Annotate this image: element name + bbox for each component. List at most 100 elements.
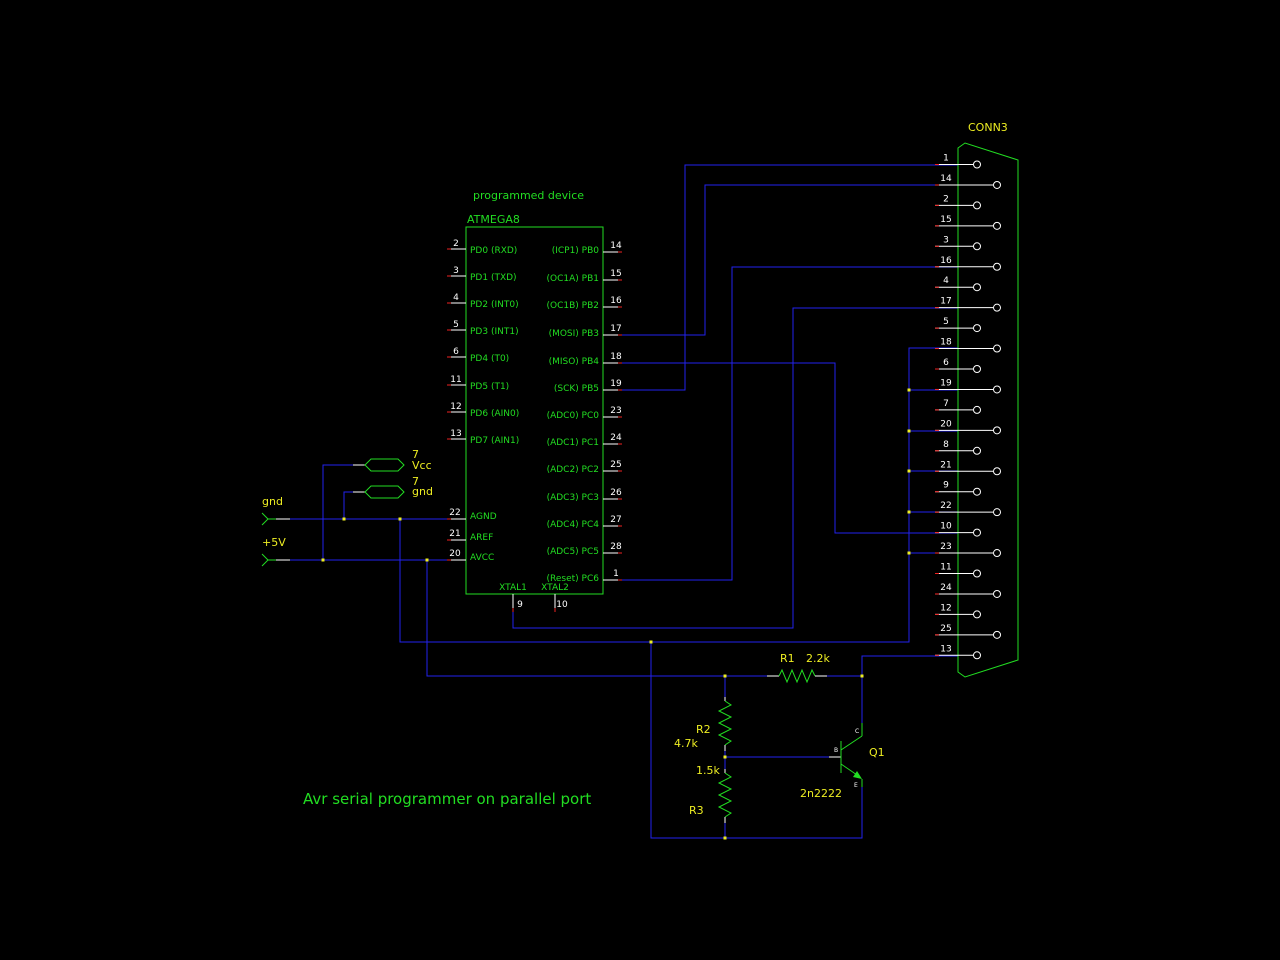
chip-pin-label: PD3 (INT1) xyxy=(470,327,519,337)
wire-14 xyxy=(343,491,353,519)
connector-pin-hole xyxy=(973,365,981,373)
wire-1 xyxy=(603,164,958,391)
chip-pin-number: 9 xyxy=(517,600,523,610)
chip-pin-label: (MOSI) PB3 xyxy=(549,329,599,339)
chip-pin-label: (Reset) PC6 xyxy=(547,574,600,584)
connector-pin-number: 14 xyxy=(940,174,952,184)
power-port-shape xyxy=(364,485,405,499)
power-port-vcc-name: Vcc xyxy=(412,459,432,472)
chip-pin-label: (OC1A) PB1 xyxy=(547,274,599,284)
chip-pin-label: AREF xyxy=(470,533,493,543)
connector-pin-hole xyxy=(993,262,1001,271)
chip-pin-label: (OC1B) PB2 xyxy=(547,301,599,311)
connector-pin-number: 11 xyxy=(940,563,951,573)
r2-value: 4.7k xyxy=(674,737,698,750)
chip-pin-number: 14 xyxy=(610,241,622,251)
chip-pin-label: PD6 (AIN0) xyxy=(470,409,519,419)
connector-pin-hole xyxy=(993,426,1001,435)
resistor-r2 xyxy=(717,700,733,746)
junction-dot xyxy=(907,388,911,392)
chip-pin-number: 11 xyxy=(450,375,461,385)
wire-2 xyxy=(603,362,958,534)
junction-dot xyxy=(321,558,325,562)
diagram-title: Avr serial programmer on parallel port xyxy=(303,790,591,808)
junction-dot xyxy=(342,517,346,521)
chip-pin-number: 1 xyxy=(613,569,619,579)
connector-pin-hole xyxy=(973,283,981,292)
connector-pin-hole xyxy=(973,324,981,333)
connector-pin-hole xyxy=(993,344,1001,353)
chip-pin-label: (ADC2) PC2 xyxy=(547,465,599,475)
chip-pin-label: (ADC5) PC5 xyxy=(547,547,599,557)
chip-pin-label: PD1 (TXD) xyxy=(470,273,517,283)
chip-pin-label: (ICP1) PB0 xyxy=(552,246,600,256)
chip-pin-label: PD7 (AIN1) xyxy=(470,436,519,446)
net-label-5v: +5V xyxy=(262,536,286,549)
junction-dot xyxy=(907,469,911,473)
connector-pin-hole xyxy=(993,221,1001,230)
junction-dot xyxy=(907,510,911,514)
chip-pin-label: (SCK) PB5 xyxy=(554,384,599,394)
chip-pin-label: (ADC0) PC0 xyxy=(547,411,600,421)
chip-pin-number: 5 xyxy=(453,320,459,330)
wire-16 xyxy=(827,655,958,677)
connector-pin-number: 20 xyxy=(940,419,952,429)
connector-pin-hole xyxy=(973,610,981,619)
connector-pin-number: 16 xyxy=(940,256,952,266)
connector-pin-hole xyxy=(973,242,981,251)
chip-pin-number: 19 xyxy=(610,379,622,389)
connector-pin-hole xyxy=(973,446,981,455)
chip-pin-number: 6 xyxy=(453,347,459,357)
chip-pin-number: 23 xyxy=(610,406,621,416)
transistor-emitter-arrow xyxy=(853,771,862,779)
chip-pin-number: 16 xyxy=(610,296,622,306)
connector-pin-hole xyxy=(993,385,1001,394)
connector-name: CONN3 xyxy=(968,121,1008,134)
junction-dot xyxy=(723,674,727,678)
chip-pin-number: 10 xyxy=(556,600,568,610)
connector-pin-number: 17 xyxy=(940,297,951,307)
r3-value: 1.5k xyxy=(696,764,720,777)
chip-pin-label: AVCC xyxy=(470,553,494,563)
wire-0 xyxy=(603,184,958,336)
chip-pin-number: 25 xyxy=(610,460,621,470)
net-label-gnd: gnd xyxy=(262,495,283,508)
power-port-vcc-num: 7 xyxy=(412,448,419,461)
connector-pin-number: 2 xyxy=(943,194,949,204)
connector-pin-number: 21 xyxy=(940,460,951,470)
chip-body xyxy=(465,226,604,595)
connector-body xyxy=(957,142,1019,678)
q1-emitter-label: E xyxy=(854,782,858,789)
wires-layer xyxy=(290,164,958,839)
connector-pin-hole xyxy=(973,405,981,414)
chip-caption: programmed device xyxy=(473,189,584,202)
connector-pin-number: 7 xyxy=(943,399,949,409)
connector-pin-hole xyxy=(993,630,1001,639)
connector-pin-hole xyxy=(993,549,1001,558)
connector-pin-number: 12 xyxy=(940,603,951,613)
chip-pin-number: 2 xyxy=(453,239,459,249)
q1-collector-label: C xyxy=(855,728,859,735)
q1-ref: Q1 xyxy=(869,746,885,759)
chip-pin-number: 12 xyxy=(450,402,461,412)
chip-pin-label: (MISO) PB4 xyxy=(549,357,600,367)
chip-pin-label: (ADC4) PC4 xyxy=(547,520,600,530)
chip-pin-number: 24 xyxy=(610,433,622,443)
connector-pin-hole xyxy=(993,303,1001,312)
junction-dot xyxy=(398,517,402,521)
chip-pin-number: 3 xyxy=(453,266,459,276)
connector-pin-number: 18 xyxy=(940,338,952,348)
chip-pin-number: 27 xyxy=(610,515,621,525)
connector-pin-number: 10 xyxy=(940,522,952,532)
chip-pin-number: 17 xyxy=(610,324,621,334)
chip-pin-number: 26 xyxy=(610,488,622,498)
junction-dot xyxy=(649,640,653,644)
connector-pin-number: 22 xyxy=(940,501,951,511)
chip-pin-label: XTAL2 xyxy=(541,583,569,593)
connector-pin-hole xyxy=(973,201,981,210)
connector-pin-number: 24 xyxy=(940,583,952,593)
chip-pin-label: PD4 (T0) xyxy=(470,354,509,364)
resistor-r3 xyxy=(717,772,733,818)
